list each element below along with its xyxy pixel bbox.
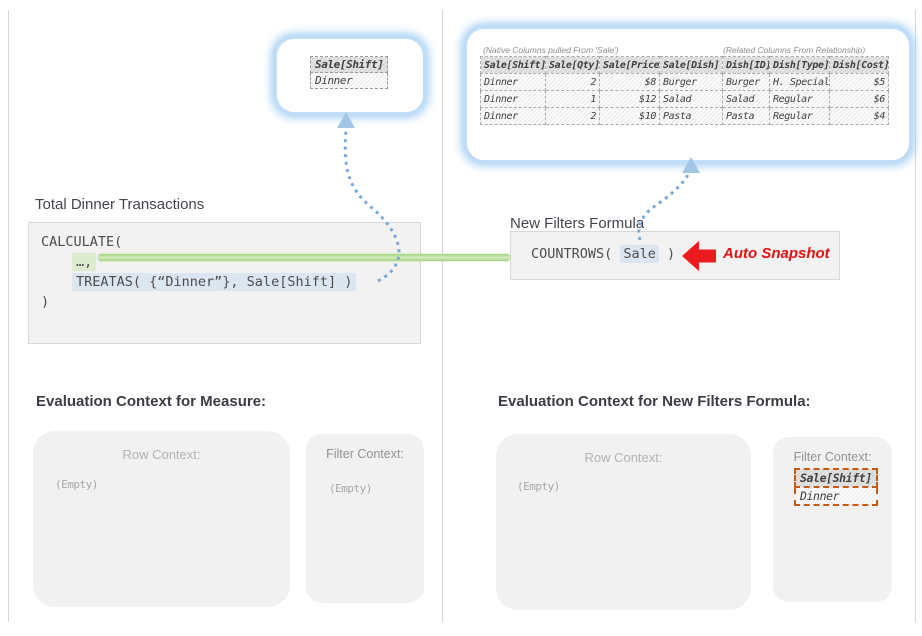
code-calculate: CALCULATE( <box>41 234 123 250</box>
cell: Dinner <box>480 73 546 91</box>
shift-card-value: Dinner <box>309 72 389 89</box>
cell: Salad <box>659 90 723 108</box>
cell: 2 <box>545 73 600 91</box>
cell: H. Special <box>769 73 830 91</box>
center-divider-line <box>442 10 443 622</box>
filter-table-header: Sale[Shift] <box>794 468 878 488</box>
table-row: Dinner 2 $8 Burger Burger H. Special $5 <box>480 73 889 91</box>
cell: Salad <box>722 90 770 108</box>
sale-arg-highlight: Sale <box>620 245 659 263</box>
cell: $8 <box>599 73 660 91</box>
auto-snapshot-label: Auto Snapshot <box>723 245 830 262</box>
cell: Dinner <box>480 90 546 108</box>
filter-context-table: Sale[Shift] Dinner <box>794 468 878 506</box>
measure-filter-context-box: Filter Context: (Empty) <box>306 434 424 603</box>
cell: 1 <box>545 90 600 108</box>
filter-context-label: Filter Context: <box>793 450 872 464</box>
shift-snapshot-card: Sale[Shift] Dinner <box>277 39 423 112</box>
code-countrows-line: COUNTROWS( Sale ) <box>531 245 676 263</box>
arrow-up-icon <box>337 112 355 128</box>
cell: Burger <box>722 73 770 91</box>
code-ellipsis-line: …, <box>72 253 97 271</box>
left-frame-line <box>8 10 9 622</box>
new-filters-title: New Filters Formula <box>510 215 645 232</box>
native-columns-note: (Native Columns pulled From 'Sale') <box>483 45 619 55</box>
measure-to-filter-connector <box>98 254 510 261</box>
column-header: Sale[Qty] <box>545 56 600 74</box>
filter-context-label: Filter Context: <box>326 447 404 461</box>
cell: Burger <box>659 73 723 91</box>
sale-table-header-row: Sale[Shift] Sale[Qty] Sale[Price] Sale[D… <box>480 56 889 74</box>
cell: 2 <box>545 107 600 125</box>
column-header: Dish[ID] <box>722 56 770 74</box>
code-close-paren: ) <box>41 294 50 310</box>
filter-table-value: Dinner <box>794 486 878 506</box>
shift-snapshot-table: Sale[Shift] Dinner <box>309 56 389 89</box>
row-context-label: Row Context: <box>122 447 201 462</box>
cell: Regular <box>769 90 830 108</box>
cell: Dinner <box>480 107 546 125</box>
cell: $4 <box>829 107 889 125</box>
cell: $12 <box>599 90 660 108</box>
sale-table: Sale[Shift] Sale[Qty] Sale[Price] Sale[D… <box>480 56 889 125</box>
filter-context-empty: (Empty) <box>329 482 372 495</box>
column-header: Sale[Shift] <box>480 56 546 74</box>
right-frame-line <box>915 10 916 622</box>
cell: Pasta <box>722 107 770 125</box>
treatas-highlight: TREATAS( {“Dinner”}, Sale[Shift] ) <box>72 273 357 291</box>
code-treatas-line: TREATAS( {“Dinner”}, Sale[Shift] ) <box>72 273 357 291</box>
cell: Regular <box>769 107 830 125</box>
countrows-prefix: COUNTROWS( <box>531 246 621 262</box>
column-header: Dish[Type] <box>769 56 830 74</box>
formula-filter-context-box: Filter Context: Sale[Shift] Dinner <box>773 437 892 602</box>
table-row: Dinner 1 $12 Salad Salad Regular $6 <box>480 90 889 108</box>
shift-card-header: Sale[Shift] <box>309 56 389 73</box>
table-row: Dinner 2 $10 Pasta Pasta Regular $4 <box>480 107 889 125</box>
column-header: Sale[Price] <box>599 56 660 74</box>
measure-title: Total Dinner Transactions <box>35 196 205 213</box>
sale-to-table-card-connector <box>637 157 700 241</box>
column-header: Sale[Dish] <box>659 56 723 74</box>
measure-row-context-box: Row Context: (Empty) <box>33 431 290 607</box>
formula-row-context-box: Row Context: (Empty) <box>496 434 751 610</box>
measure-code-box: CALCULATE( …, TREATAS( {“Dinner”}, Sale[… <box>28 222 421 344</box>
row-context-empty: (Empty) <box>517 480 560 493</box>
row-context-label: Row Context: <box>584 450 663 465</box>
cell: $10 <box>599 107 660 125</box>
measure-context-title: Evaluation Context for Measure: <box>36 393 267 410</box>
cell: $6 <box>829 90 889 108</box>
sale-table-card: (Native Columns pulled From 'Sale') (Rel… <box>467 29 909 160</box>
related-columns-note: (Related Columns From Relationship) <box>723 45 866 55</box>
column-header: Dish[Cost] <box>829 56 889 74</box>
row-context-empty: (Empty) <box>55 478 98 491</box>
ellipsis-highlight: …, <box>72 253 97 271</box>
formula-context-title: Evaluation Context for New Filters Formu… <box>498 393 811 410</box>
cell: $5 <box>829 73 889 91</box>
countrows-suffix: ) <box>658 246 676 262</box>
cell: Pasta <box>659 107 723 125</box>
